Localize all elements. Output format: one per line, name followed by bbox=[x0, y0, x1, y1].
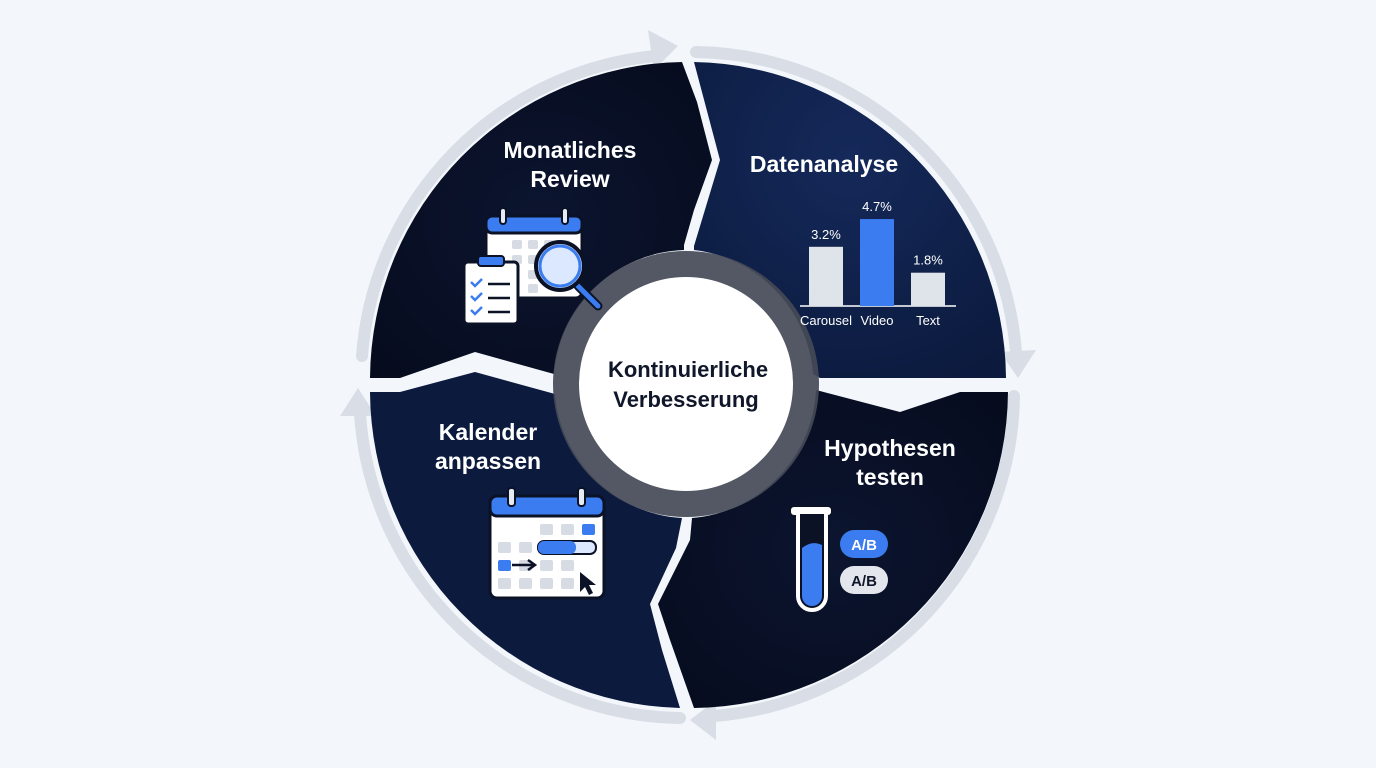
arrowhead-top bbox=[648, 30, 678, 70]
ab-pill-active: A/B bbox=[840, 530, 888, 558]
calendar-search-checklist-icon bbox=[462, 207, 603, 326]
calendar-adjust-icon bbox=[488, 487, 606, 600]
arrowhead-bottom bbox=[690, 700, 716, 740]
test-tube-icon bbox=[789, 505, 833, 612]
cycle-arrow-left bbox=[354, 408, 686, 724]
hypotheses-title-line1: Hypothesen bbox=[824, 435, 956, 461]
bar-carousel bbox=[809, 246, 843, 306]
center-title-line1: Kontinuierliche bbox=[608, 357, 768, 382]
ab-pill-inactive-label: A/B bbox=[851, 573, 877, 590]
bar-value-label: 4.7% bbox=[862, 199, 892, 214]
arrowheads bbox=[340, 30, 1036, 740]
clipboard-checklist-icon bbox=[462, 255, 520, 326]
cycle-arrow-bottom bbox=[708, 390, 1020, 722]
ab-pill-inactive: A/B bbox=[840, 566, 888, 594]
bar-category-label: Video bbox=[860, 313, 893, 328]
segment-hypotheses bbox=[658, 390, 1008, 708]
hypotheses-title-line2: testen bbox=[856, 464, 924, 490]
arrowhead-right bbox=[1000, 350, 1036, 378]
cursor-icon bbox=[580, 572, 596, 595]
bar-text bbox=[911, 272, 945, 306]
cycle-arrow-top bbox=[356, 50, 661, 362]
arrowhead-left bbox=[340, 388, 376, 416]
bar-category-label: Text bbox=[916, 313, 940, 328]
ab-pill-active-label: A/B bbox=[851, 537, 877, 554]
bar-value-label: 3.2% bbox=[811, 227, 841, 242]
center-disc bbox=[579, 277, 793, 491]
review-title-line1: Monatliches bbox=[504, 137, 637, 163]
bar-chart-icon: 3.2% Carousel 4.7% Video 1.8% Text bbox=[800, 199, 956, 328]
calendar-title-line1: Kalender bbox=[439, 419, 537, 445]
bar-value-label: 1.8% bbox=[913, 253, 943, 268]
cycle-arrow-right bbox=[690, 46, 1022, 358]
analysis-title: Datenanalyse bbox=[750, 151, 898, 177]
magnifier-icon bbox=[534, 240, 603, 311]
bar-video bbox=[860, 219, 894, 306]
calendar-title-line2: anpassen bbox=[435, 448, 541, 474]
cycle-arrows bbox=[354, 46, 1022, 724]
review-title-line2: Review bbox=[530, 166, 609, 192]
bar-category-label: Carousel bbox=[800, 313, 852, 328]
center-title-line2: Verbesserung bbox=[613, 387, 759, 412]
